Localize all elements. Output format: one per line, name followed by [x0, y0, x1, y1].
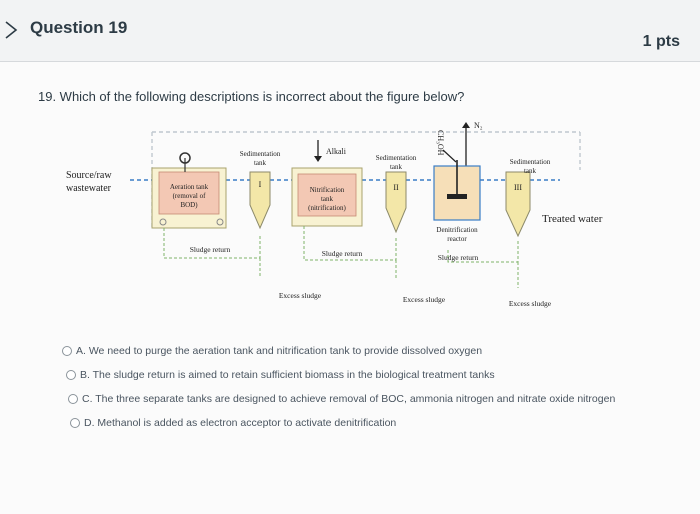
sed2-label-2: tank — [390, 163, 403, 171]
sedimentation-tank-1 — [249, 171, 271, 230]
radio-c[interactable] — [68, 394, 78, 404]
question-title: Question 19 — [30, 18, 128, 37]
alkali-label: Alkali — [326, 147, 347, 156]
excess-sludge-1: Excess sludge — [279, 291, 322, 300]
source-label-1: Source/raw — [66, 170, 112, 181]
sedimentation-tank-2 — [385, 171, 407, 234]
answer-options: A. We need to purge the aeration tank an… — [62, 345, 622, 441]
excess-sludge-3: Excess sludge — [509, 299, 552, 308]
aeration-label-3: BOD) — [180, 201, 198, 209]
radio-a[interactable] — [62, 346, 72, 356]
chevron-right-icon[interactable] — [4, 20, 20, 40]
n2-label: N₂ — [474, 121, 483, 130]
option-a[interactable]: A. We need to purge the aeration tank an… — [62, 345, 622, 358]
question-header: Question 19 1 pts — [0, 0, 700, 62]
option-d[interactable]: D. Methanol is added as electron accepto… — [70, 417, 622, 430]
sludge-return-1: Sludge return — [190, 245, 231, 254]
aeration-label-2: (removal of — [173, 192, 207, 200]
option-a-label: A. We need to purge the aeration tank an… — [76, 345, 483, 357]
sludge-return-lines — [163, 226, 519, 288]
sludge-return-2: Sludge return — [322, 249, 363, 258]
sed3-roman: III — [514, 183, 522, 192]
sed2-label-1: Sedimentation — [376, 154, 417, 162]
treated-water-label: Treated water — [542, 213, 603, 225]
sed1-label-1: Sedimentation — [240, 150, 281, 158]
sed2-roman: II — [393, 183, 399, 192]
radio-d[interactable] — [70, 418, 80, 428]
excess-sludge-2: Excess sludge — [403, 295, 446, 304]
option-d-label: D. Methanol is added as electron accepto… — [84, 417, 397, 429]
sed1-roman: I — [259, 180, 262, 189]
denit-label-1: Denitrification — [436, 226, 478, 234]
option-b-label: B. The sludge return is aimed to retain … — [80, 369, 495, 381]
sludge-return-3: Sludge return — [438, 253, 479, 262]
nitri-label-2: tank — [321, 195, 334, 203]
question-prompt: 19. Which of the following descriptions … — [38, 89, 465, 104]
source-label-2: wastewater — [66, 183, 112, 194]
option-c-label: C. The three separate tanks are designed… — [82, 393, 616, 405]
treatment-process-diagram: Aeration tank (removal of BOD) Sedimenta… — [66, 121, 603, 308]
option-c[interactable]: C. The three separate tanks are designed… — [68, 393, 622, 406]
sed1-label-2: tank — [254, 159, 267, 167]
question-points: 1 pts — [642, 33, 680, 50]
denit-label-2: reactor — [447, 235, 467, 243]
methanol-label: CH₃OH — [436, 130, 445, 156]
sed3-label-2: tank — [524, 167, 537, 175]
sedimentation-tank-3 — [505, 171, 531, 238]
radio-b[interactable] — [66, 370, 76, 380]
aeration-label-1: Aeration tank — [170, 183, 209, 191]
nitri-label-1: Nitrification — [310, 186, 345, 194]
nitri-label-3: (nitrification) — [308, 204, 346, 212]
sed3-label-1: Sedimentation — [510, 158, 551, 166]
option-b[interactable]: B. The sludge return is aimed to retain … — [66, 369, 622, 382]
